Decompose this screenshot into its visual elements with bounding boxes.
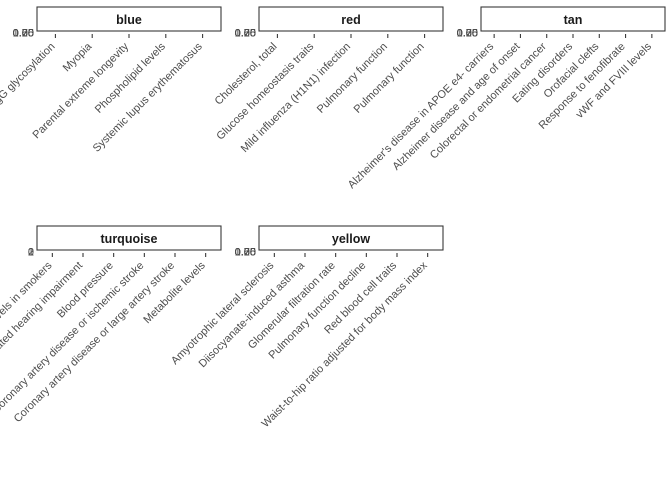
x-tick-label: IgG glycosylation: [0, 41, 58, 109]
x-tick-label: Myopia: [61, 40, 95, 74]
x-tick-label: Cholesterol, total: [213, 41, 280, 108]
x-tick-label: Pulmonary function: [352, 41, 427, 116]
y-tick-label: 0.50: [235, 247, 256, 259]
y-tick-label: 0.75: [457, 28, 478, 40]
facet-strip: [36, 6, 222, 32]
y-tick-label: 0.75: [235, 28, 256, 40]
y-tick-label: 0.25: [13, 28, 34, 40]
y-tick-label: 0.50: [235, 28, 256, 40]
facet-strip: [258, 6, 444, 32]
facet-strip: [480, 6, 666, 32]
y-tick-label: 0.00: [235, 28, 256, 40]
x-tick-label: Phospholipid levels: [93, 40, 168, 115]
y-tick-label: 1: [28, 247, 34, 259]
x-tick-label: Pulmonary function: [315, 41, 390, 116]
y-tick-label: 2: [28, 247, 34, 259]
y-tick-label: 0.00: [457, 28, 478, 40]
y-tick-label: 0.25: [457, 28, 478, 40]
y-tick-label: 1.00: [457, 28, 478, 40]
facet-panel-turquoise: turquoise012Lipid levels in smokersAge-r…: [0, 225, 222, 425]
y-tick-label: 1.00: [235, 247, 256, 259]
y-tick-label: 0.75: [235, 247, 256, 259]
y-tick-label: 0.25: [235, 28, 256, 40]
y-tick-label: 0.25: [235, 247, 256, 259]
y-tick-label: 0.50: [457, 28, 478, 40]
y-tick-label: 0.50: [13, 28, 34, 40]
facet-strip: [36, 225, 222, 251]
y-tick-label: 0.00: [13, 28, 34, 40]
facet-title: tan: [564, 13, 583, 27]
y-tick-label: 0: [28, 247, 34, 259]
facet-title: yellow: [332, 232, 370, 246]
facet-strip: [258, 225, 444, 251]
y-tick-label: 1.00: [13, 28, 34, 40]
x-tick-label: Colorectal or endometrial cancer: [428, 40, 549, 161]
facet-title: red: [341, 13, 360, 27]
facet-title: blue: [116, 13, 142, 27]
y-tick-label: 0.75: [13, 28, 34, 40]
facet-title: turquoise: [101, 232, 158, 246]
y-tick-label: 0.00: [235, 247, 256, 259]
y-tick-label: 1.00: [235, 28, 256, 40]
